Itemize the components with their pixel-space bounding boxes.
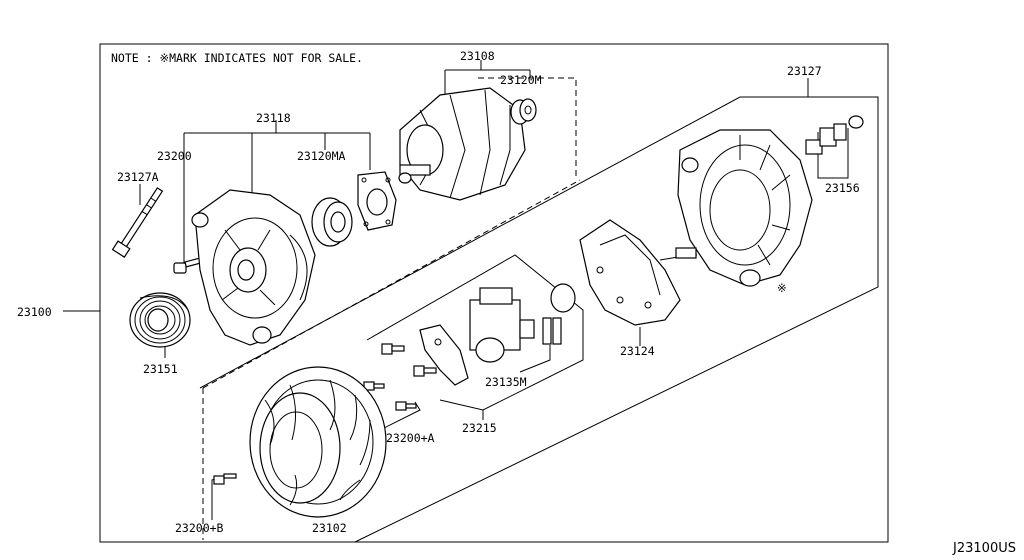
stator-23102 (249, 366, 387, 518)
label-23118: 23118 (256, 111, 291, 125)
bearing-23120MA (311, 197, 353, 247)
dashed-outline-mid (202, 179, 581, 389)
terminal-23156 (805, 115, 864, 155)
label-23127: 23127 (787, 64, 822, 78)
label-23124: 23124 (620, 344, 655, 358)
dashed-outline-rotor (478, 77, 577, 180)
label-23100: 23100 (17, 305, 52, 319)
rear-housing-23127 (677, 129, 813, 287)
rectifier-23124 (579, 219, 697, 326)
regulator-group-outline (366, 254, 584, 411)
leader-23135M (519, 345, 551, 373)
brushes (542, 317, 562, 345)
label-23102: 23102 (312, 521, 347, 535)
retainer-plate (357, 171, 397, 231)
label-23151: 23151 (143, 362, 178, 376)
diagram-frame (99, 43, 889, 543)
brush-plate (419, 324, 469, 386)
screw-23200 (173, 256, 205, 274)
screw-23200B (213, 473, 237, 485)
label-23156: 23156 (825, 181, 860, 195)
pulley-23151 (129, 292, 191, 348)
diagram-code: J23100US (952, 541, 1016, 556)
label-23215: 23215 (462, 421, 497, 435)
screws-23200A (363, 381, 417, 411)
label-23200: 23200 (157, 149, 192, 163)
leader-23156 (817, 128, 849, 179)
note-text: NOTE : ※MARK INDICATES NOT FOR SALE. (111, 51, 363, 65)
front-housing-23118 (191, 189, 316, 346)
label-23127A: 23127A (117, 170, 159, 184)
label-23120M: 23120M (500, 73, 542, 87)
label-23200A: 23200+A (386, 431, 435, 445)
regulator-23215 (469, 287, 535, 363)
rotor-23108 (398, 87, 526, 201)
not-for-sale-mark: ※ (777, 281, 787, 295)
label-23135M: 23135M (485, 375, 527, 389)
label-23108: 23108 (460, 49, 495, 63)
through-bolt-23127A (111, 187, 164, 258)
seal-ring (550, 283, 576, 313)
screws-regulator (381, 343, 437, 377)
assembly-group-outline (199, 96, 879, 543)
bearing-23120M (510, 98, 537, 125)
label-23120MA: 23120MA (297, 149, 346, 163)
label-23200B: 23200+B (175, 521, 224, 535)
